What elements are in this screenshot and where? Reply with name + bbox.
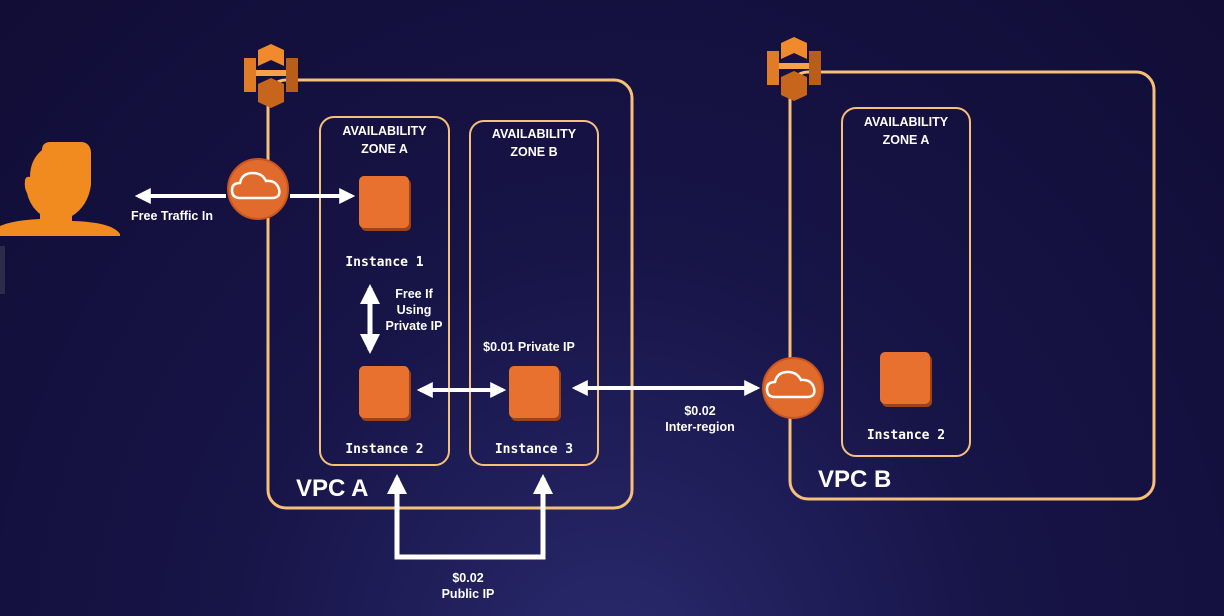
vpc-b-zone-a: [841, 107, 971, 457]
label-line: Public IP: [441, 587, 495, 601]
inter-region-cost-label: $0.02 Inter-region: [650, 403, 750, 435]
label-line: $0.02: [684, 404, 716, 418]
vpc-a-zone-a-title: AVAILABILITY ZONE A: [320, 122, 449, 158]
vpc-a-zone-b-title: AVAILABILITY ZONE B: [470, 125, 598, 161]
internet-gateway-icon: [227, 158, 289, 220]
public-ip-cost-label: $0.02 Public IP: [426, 570, 510, 602]
zone-title-line: AVAILABILITY: [863, 115, 949, 129]
ec2-instance-icon: [359, 176, 411, 231]
label-line: $0.02: [452, 571, 484, 585]
zone-title-line: ZONE A: [361, 142, 408, 156]
vpc-b-instance-2-label: Instance 2: [866, 428, 946, 443]
instance-3-label: Instance 3: [494, 442, 574, 457]
label-line: Inter-region: [665, 420, 735, 434]
vpc-logo-icon: [244, 44, 298, 108]
zone-title-line: AVAILABILITY: [491, 127, 577, 141]
internet-gateway-icon: [762, 357, 824, 419]
vpc-a-title: VPC A: [296, 475, 369, 502]
zone-title-line: ZONE B: [510, 145, 558, 159]
user-icon: [0, 142, 120, 236]
free-traffic-in-label: Free Traffic In: [131, 209, 213, 223]
instance-1-label: Instance 1: [345, 255, 424, 270]
vpc-a-zone-a: [319, 116, 450, 466]
zone-title-line: AVAILABILITY: [342, 124, 427, 138]
vpc-a-boundary: [266, 78, 634, 510]
instance-2-label: Instance 2: [345, 442, 424, 457]
arrow-public-ip-loop: [387, 474, 553, 560]
cloud-icon: [765, 370, 816, 399]
label-line: Free If: [395, 287, 433, 301]
label-line: Using: [396, 303, 432, 317]
ec2-instance-icon: [509, 366, 561, 421]
free-if-private-ip-label: Free If Using Private IP: [378, 286, 450, 334]
label-line: Private IP: [385, 319, 443, 333]
vpc-a-zone-b: [469, 120, 599, 466]
vpc-b-boundary: [788, 70, 1156, 501]
vpc-b-zone-a-title: AVAILABILITY ZONE A: [842, 113, 970, 149]
cloud-icon: [230, 171, 281, 200]
edge-mark: [0, 246, 5, 294]
ec2-instance-icon: [880, 352, 932, 407]
private-ip-cost-label: $0.01 Private IP: [483, 340, 575, 354]
ec2-instance-icon: [359, 366, 411, 421]
vpc-logo-icon: [767, 37, 821, 101]
vpc-b-title: VPC B: [818, 466, 892, 493]
zone-title-line: ZONE A: [882, 133, 930, 147]
